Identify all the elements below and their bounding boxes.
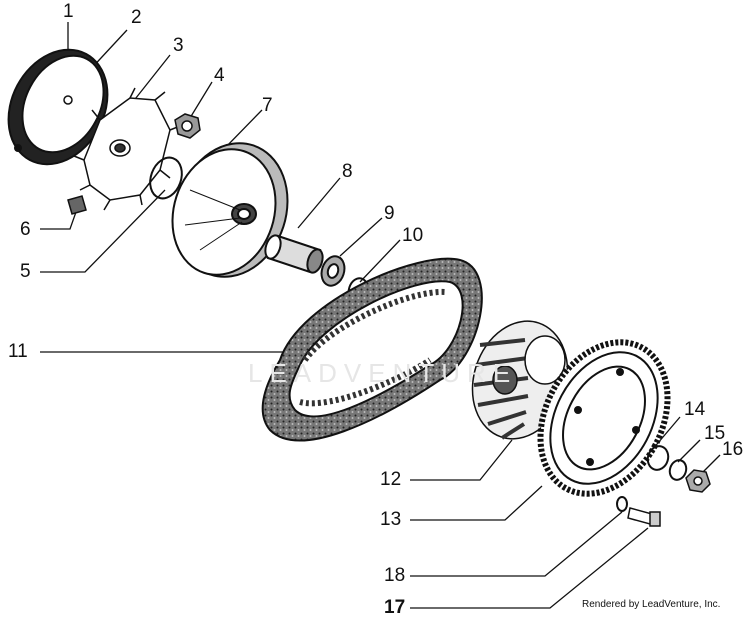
callout-5: 5 [20, 261, 31, 282]
washer-part-15 [668, 459, 688, 481]
callout-16: 16 [722, 439, 744, 460]
callout-9: 9 [384, 203, 395, 224]
callout-7: 7 [262, 95, 273, 116]
bearing-part-9 [320, 255, 346, 287]
callout-13: 13 [380, 509, 402, 530]
bushing-part-8 [264, 234, 324, 274]
ring-gear-part-13 [537, 339, 671, 497]
bolt-part-17 [627, 507, 661, 527]
fan-plate-part-3 [73, 87, 181, 211]
o-ring-part-5 [149, 156, 183, 200]
leader-lines [40, 22, 721, 609]
callout-10: 10 [402, 225, 424, 246]
drive-pulley-part-7 [171, 142, 289, 278]
washer-part-18 [616, 496, 628, 512]
callout-17: 17 [384, 597, 406, 618]
callout-2: 2 [131, 7, 142, 28]
callout-6: 6 [20, 219, 31, 240]
callout-4: 4 [214, 65, 225, 86]
render-credit: Rendered by LeadVenture, Inc. [582, 599, 721, 610]
callout-14: 14 [684, 399, 706, 420]
callout-3: 3 [173, 35, 184, 56]
bolt-part-1 [63, 95, 73, 105]
callout-8: 8 [342, 161, 353, 182]
drive-belt-part-11 [261, 257, 483, 442]
callout-1: 1 [63, 1, 74, 22]
callout-12: 12 [380, 469, 402, 490]
clip-part-6 [67, 195, 87, 215]
watermark: LEADVENTURE [248, 358, 518, 388]
callout-11: 11 [8, 341, 28, 362]
callout-18: 18 [384, 565, 406, 586]
half-pulley-part-2 [7, 48, 109, 166]
washer-part-14 [646, 445, 670, 471]
nut-part-4 [174, 113, 201, 139]
callout-15: 15 [704, 423, 726, 444]
nut-part-16 [685, 469, 711, 493]
